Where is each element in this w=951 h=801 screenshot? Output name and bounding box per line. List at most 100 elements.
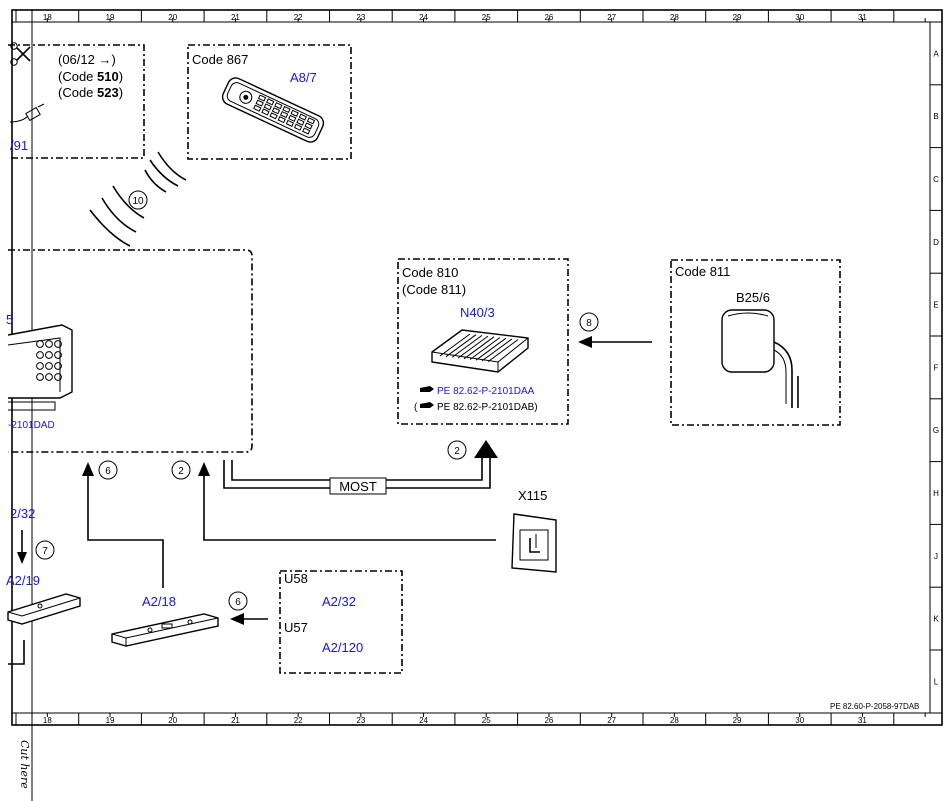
svg-text:7: 7 [42,546,48,557]
column-label-top: 25 [482,13,491,22]
column-label-bottom: 30 [795,716,804,725]
column-label-bottom: 25 [482,716,491,725]
callout-6-u [228,591,248,611]
column-label-bottom: 27 [607,716,616,725]
column-label-top: 29 [733,13,742,22]
row-label: G [933,426,939,435]
remote-control-icon [221,77,325,143]
antenna-connector-icon [9,103,45,123]
component-ref-b25-6: B25/6 [736,290,770,305]
box-b25-6: Code 811 B25/6 [670,259,841,426]
column-label-bottom: 23 [356,716,365,725]
column-label-bottom: 18 [43,716,52,725]
component-ref-a2-32: A2/32 [322,594,356,609]
component-ref-n40-3: N40/3 [460,305,495,320]
scissors-icon [10,42,31,66]
pe-ref-2101dab: PE 82.62-P-2101DAB) [437,402,538,413]
drawing-number: PE 82.60-P-2058-97DAB [830,702,919,711]
row-label: E [933,301,938,310]
x115-label: X115 [518,488,547,503]
row-label: L [934,677,939,686]
callout-2-x115 [171,460,191,480]
cut-label: Cut here [18,740,31,789]
row-label: C [933,175,939,184]
component-ref-a2-19-partial: A2/19 [6,573,40,588]
column-label-top: 30 [795,13,804,22]
most-bus: MOST 2 [223,440,498,495]
x115-connector: X115 2 [171,460,557,573]
callout-10 [128,190,148,210]
column-label-top: 20 [168,13,177,22]
column-label-bottom: 26 [544,716,553,725]
pe-reference-icon-2 [420,402,434,408]
row-label: D [933,238,939,247]
callout-6-head [98,460,118,480]
column-label-top: 28 [670,13,679,22]
code-867-label: Code 867 [192,52,248,67]
tuner-module-icon-a2-18 [111,613,219,647]
column-label-top: 26 [544,13,553,22]
most-label: MOST [339,479,377,494]
component-ref-a8-7: A8/7 [290,70,317,85]
column-label-top: 27 [607,13,616,22]
code-811-b25-label: Code 811 [675,264,730,279]
column-label-top: 19 [106,13,115,22]
column-ruler: 1818191920202121222223232424252526262727… [15,10,926,725]
row-label: J [934,552,938,561]
column-label-bottom: 20 [168,716,177,725]
head-unit-icon [7,324,73,411]
pe-ref-2101daa: PE 82.62-P-2101DAA [437,386,535,397]
column-label-top: 18 [43,13,52,22]
control-module-icon [431,329,529,373]
tuner-module-icon-a2-19 [7,593,81,625]
signal-arrow-8: 8 [578,312,652,348]
box-remote-control: Code 867 A8/7 [187,44,352,160]
column-label-bottom: 21 [231,716,240,725]
left-partial-refs: 2/32 7 A2/19 [6,506,81,665]
column-label-top: 22 [294,13,303,22]
code-523-label: (Code 523) [58,85,123,100]
row-label: A [933,49,939,58]
column-label-bottom: 29 [733,716,742,725]
svg-text:10: 10 [132,196,144,207]
column-label-top: 23 [356,13,365,22]
column-label-bottom: 22 [294,716,303,725]
component-ref-a2-32-partial: 2/32 [10,506,35,521]
component-ref-a2-120: A2/120 [322,640,363,655]
column-label-bottom: 24 [419,716,428,725]
code-810-label: Code 810 [402,265,458,280]
row-label: K [933,615,939,624]
ir-signal-waves: 10 [89,151,187,247]
svg-text:8: 8 [586,318,592,329]
box-top-left: (06/12 →) (Code 510) (Code 523) /91 [8,44,145,159]
row-label: B [933,112,938,121]
column-label-top: 31 [858,13,867,22]
svg-text:(: ( [414,402,418,413]
code-811-label: (Code 811) [402,282,466,297]
microphone-sensor-icon [721,309,799,408]
svg-text:2: 2 [454,446,460,457]
callout-7 [35,540,55,560]
callout-8 [579,312,599,332]
diagnostic-socket-icon [511,513,557,573]
date-range-label: (06/12 →) [58,52,116,67]
component-ref-91: /91 [10,138,28,153]
a2-18-link: 6 A2/18 [82,460,219,647]
row-label: F [934,363,939,372]
box-head-unit: 5 -2101DAD [6,249,253,453]
column-label-top: 24 [419,13,428,22]
column-label-top: 21 [231,13,240,22]
component-ref-a2-18: A2/18 [142,594,176,609]
u58-label: U58 [284,571,308,586]
column-label-bottom: 31 [858,716,867,725]
pe-reference-icon-1 [420,386,434,392]
head-unit-ref-bottom: -2101DAD [8,420,55,431]
column-label-bottom: 28 [670,716,679,725]
column-label-bottom: 19 [106,716,115,725]
callout-2-most [447,440,467,460]
svg-text:6: 6 [105,466,111,477]
code-510-label: (Code 510) [58,69,123,84]
box-n40-3: Code 810 (Code 811) N40/3 PE 82.62-P-210… [397,258,569,425]
u57-label: U57 [284,620,308,635]
